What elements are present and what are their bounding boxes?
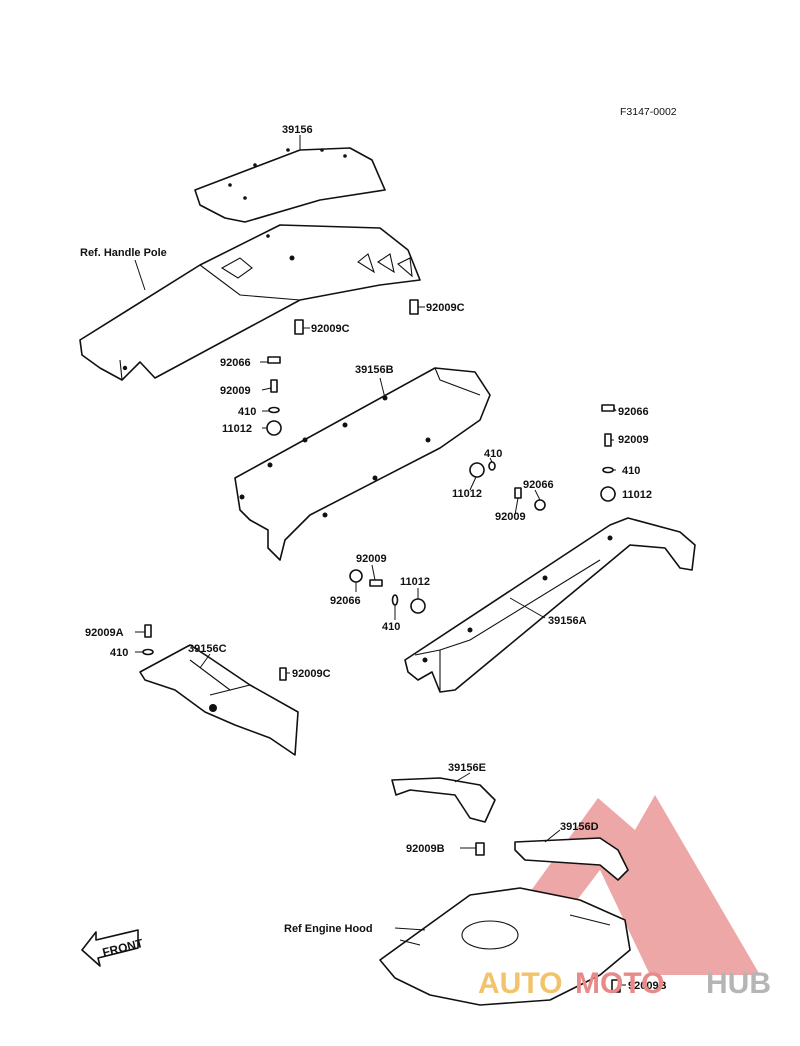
label-p21: 410	[382, 621, 400, 633]
label-p20: 92066	[330, 595, 361, 607]
cover-39156a	[404, 517, 696, 693]
handle-pole	[79, 224, 421, 381]
label-p23: 92009A	[85, 627, 124, 639]
label-p8: 11012	[222, 423, 252, 435]
bracket-39156c	[139, 644, 299, 756]
label-p22: 39156A	[548, 615, 587, 627]
engine-hood	[379, 887, 631, 1006]
label-p16: 410	[622, 465, 640, 477]
label-p27: 39156E	[448, 762, 486, 774]
figure-code: F3147-0002	[620, 106, 677, 118]
label-p3: 92009C	[311, 323, 350, 335]
label-p11: 11012	[452, 488, 482, 500]
label-p17: 11012	[622, 489, 652, 501]
watermark-part2: MOTO	[575, 967, 664, 1000]
label-p9: 39156B	[355, 364, 394, 376]
label-p26: 92009C	[292, 668, 331, 680]
cover-39156d	[514, 837, 629, 881]
front-arrow: FRONT	[81, 929, 145, 967]
label-p28: 39156D	[560, 821, 599, 833]
label-p2: Ref. Handle Pole	[80, 247, 167, 259]
label-p30: Ref Engine Hood	[284, 923, 373, 935]
label-p25: 39156C	[188, 643, 227, 655]
label-p29: 92009B	[406, 843, 445, 855]
watermark-text: AUTO MOTO HUB	[478, 967, 771, 1000]
label-p18: 92009	[356, 553, 387, 565]
cover-39156	[194, 147, 386, 223]
cover-39156e	[391, 777, 496, 823]
label-p31: 92009B	[628, 980, 667, 992]
label-p24: 410	[110, 647, 128, 659]
label-p7: 410	[238, 406, 256, 418]
hardware	[142, 299, 621, 993]
label-p1: 39156	[282, 124, 313, 136]
label-p13: 92009	[495, 511, 526, 523]
label-p6: 92009	[220, 385, 251, 397]
leader-lines	[134, 135, 626, 986]
label-p5: 92066	[220, 357, 251, 369]
label-p12: 92066	[523, 479, 554, 491]
label-p4: 92009C	[426, 302, 465, 314]
watermark-part1: AUTO	[478, 967, 562, 1000]
label-p19: 11012	[400, 576, 430, 588]
part-labels: 39156 Ref. Handle Pole 92009C 92009C 920…	[80, 124, 667, 992]
watermark-part3: HUB	[706, 967, 771, 1000]
label-p14: 92066	[618, 406, 649, 418]
label-p10: 410	[484, 448, 502, 460]
cover-39156b	[234, 367, 491, 561]
label-p15: 92009	[618, 434, 649, 446]
